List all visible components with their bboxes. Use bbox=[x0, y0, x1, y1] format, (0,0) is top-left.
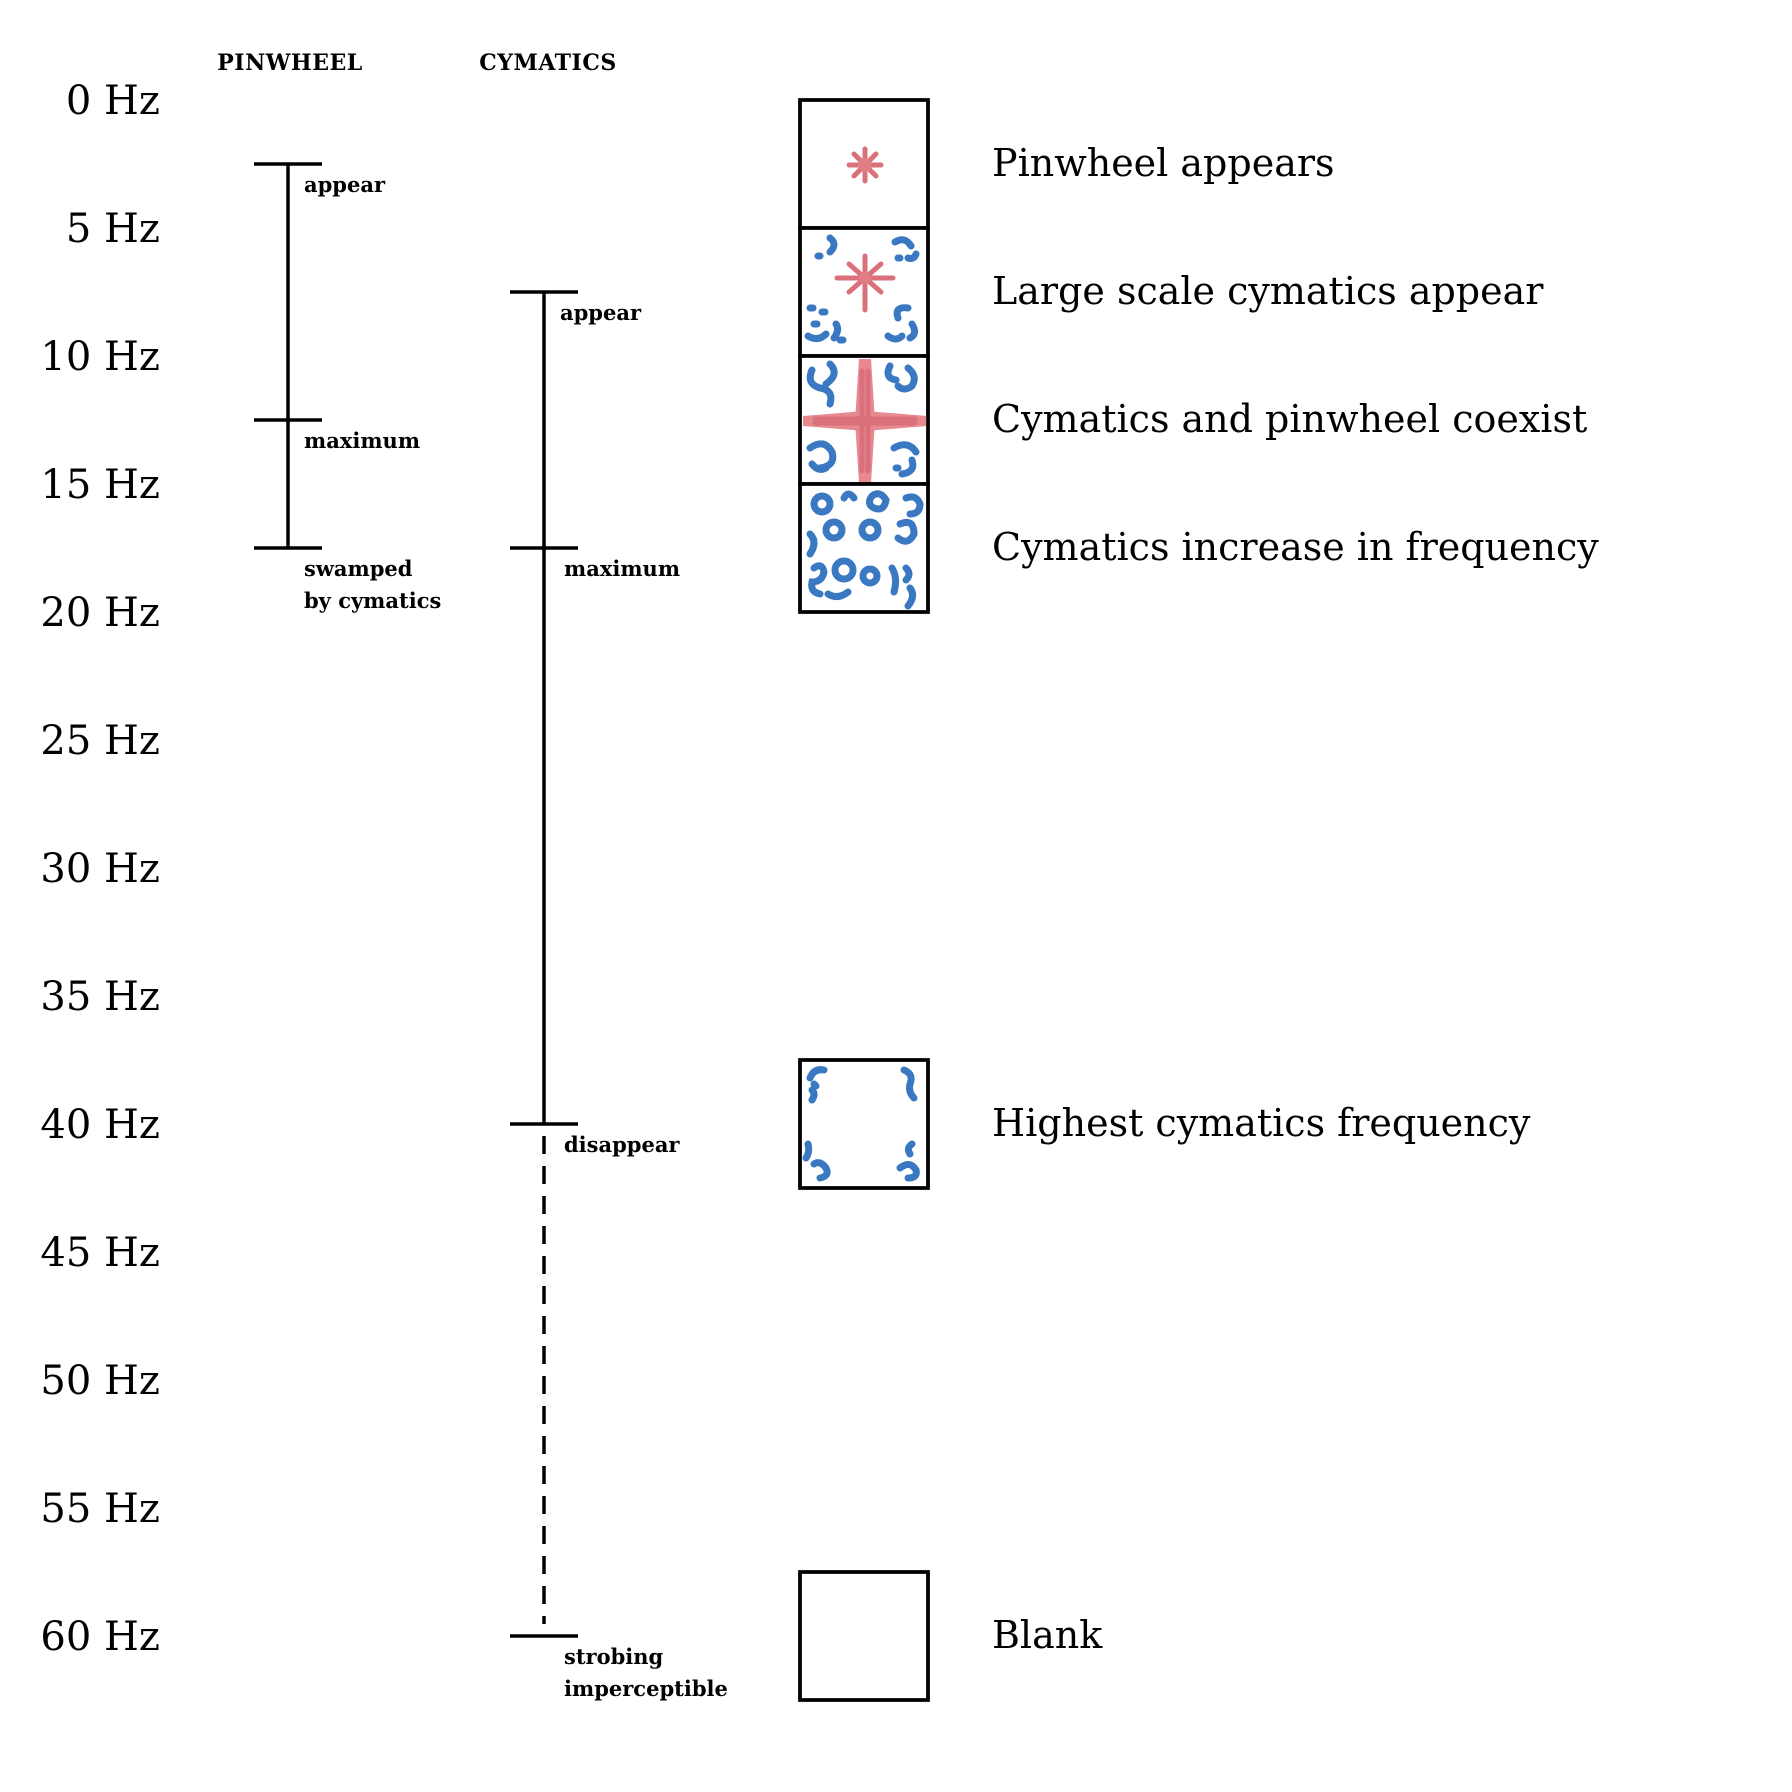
axis-label: 25 Hz bbox=[40, 718, 160, 764]
axis-label: 15 Hz bbox=[40, 462, 160, 508]
axis-label: 5 Hz bbox=[66, 206, 160, 252]
pinwheel-small-icon bbox=[798, 98, 930, 230]
axis-label: 0 Hz bbox=[66, 78, 160, 124]
axis-label: 30 Hz bbox=[40, 846, 160, 892]
axis-label: 55 Hz bbox=[40, 1486, 160, 1532]
stage-description: Pinwheel appears bbox=[992, 141, 1335, 185]
pinwheel-event-label: maximum bbox=[304, 428, 420, 453]
axis-label: 50 Hz bbox=[40, 1358, 160, 1404]
stage-description: Cymatics increase in frequency bbox=[992, 525, 1599, 569]
cymatics-event-label: appear bbox=[560, 300, 642, 325]
stage-description: Large scale cymatics appear bbox=[992, 269, 1544, 313]
pinwheel-event-label: appear bbox=[304, 172, 386, 197]
stage-description: Cymatics and pinwheel coexist bbox=[992, 397, 1587, 441]
pinwheel-column-title: PINWHEEL bbox=[217, 50, 362, 76]
axis-label: 10 Hz bbox=[40, 334, 160, 380]
axis-label: 20 Hz bbox=[40, 590, 160, 636]
coexist-icon bbox=[798, 354, 928, 484]
frequency-axis: 0 Hz 5 Hz 10 Hz 15 Hz 20 Hz 25 Hz 30 Hz 35 Hz 40… bbox=[40, 78, 160, 1660]
axis-label: 35 Hz bbox=[40, 974, 160, 1020]
axis-label: 40 Hz bbox=[40, 1102, 160, 1148]
cymatics-column-title: CYMATICS bbox=[479, 50, 617, 76]
stage-tiles bbox=[798, 98, 930, 1702]
blank-icon bbox=[798, 1570, 930, 1702]
axis-label: 60 Hz bbox=[40, 1614, 160, 1660]
cymatics-event-label: maximum bbox=[564, 556, 680, 581]
stage-description: Blank bbox=[992, 1613, 1103, 1657]
large-cymatics-icon bbox=[798, 226, 930, 358]
axis-label: 45 Hz bbox=[40, 1230, 160, 1276]
stage-description: Highest cymatics frequency bbox=[992, 1101, 1531, 1145]
cymatics-event-label: disappear bbox=[564, 1132, 680, 1157]
dense-cymatics-icon bbox=[798, 482, 930, 614]
sparse-cymatics-icon bbox=[798, 1058, 930, 1190]
